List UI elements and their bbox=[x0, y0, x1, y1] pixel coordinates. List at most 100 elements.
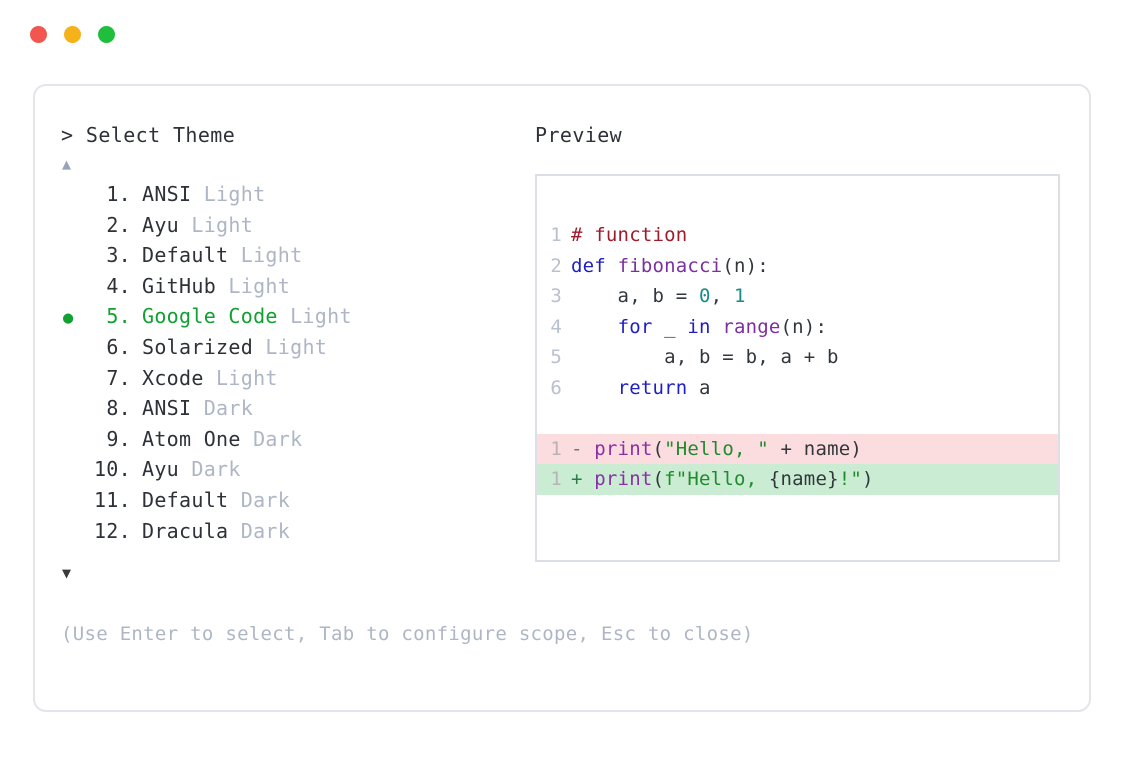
theme-item-name: Google Code Light bbox=[142, 304, 352, 329]
theme-list-item[interactable]: 8.ANSI Dark bbox=[61, 394, 531, 425]
bullet-placeholder bbox=[61, 519, 89, 548]
code-token: !" bbox=[838, 468, 863, 490]
code-token: print bbox=[594, 468, 653, 490]
theme-list-item[interactable]: 9. Atom One Dark bbox=[61, 425, 531, 456]
bullet-placeholder bbox=[61, 457, 89, 486]
code-token: for bbox=[617, 315, 653, 338]
theme-item-number: 11. bbox=[93, 487, 131, 512]
theme-item-variant: Light bbox=[265, 334, 328, 359]
maximize-icon[interactable] bbox=[98, 26, 115, 43]
diff-sign: - bbox=[571, 437, 595, 460]
theme-item-name: Atom One Dark bbox=[142, 426, 303, 451]
code-token: (n): bbox=[722, 254, 769, 277]
line-number: 1 bbox=[550, 224, 562, 246]
bullet-placeholder bbox=[61, 274, 89, 303]
code-token bbox=[571, 377, 618, 399]
theme-list-item[interactable]: 6.Solarized Light bbox=[61, 333, 531, 364]
theme-item-variant: Dark bbox=[240, 487, 291, 512]
scroll-down-icon[interactable]: ▼ bbox=[62, 564, 72, 583]
theme-item-variant: Light bbox=[228, 273, 291, 298]
code-token: _ bbox=[652, 315, 688, 338]
theme-item-variant: Dark bbox=[191, 457, 241, 482]
code-token: a bbox=[687, 376, 711, 399]
theme-list-item[interactable]: 12. Dracula Dark bbox=[61, 517, 531, 548]
code-line-text: # function bbox=[571, 220, 693, 251]
theme-item-number: 8. bbox=[106, 396, 131, 421]
code-line: 5 a, b = b, a + b bbox=[537, 342, 1058, 373]
bullet-placeholder bbox=[61, 366, 89, 395]
diff-block: 1- print("Hello, " + name)1+ print(f"Hel… bbox=[537, 433, 1058, 495]
minimize-icon[interactable] bbox=[64, 26, 81, 43]
theme-list-item[interactable]: 3.Default Light bbox=[61, 241, 531, 272]
theme-selector-pane: > Select Theme ▲ 1.ANSI Light 2.Ayu Ligh… bbox=[61, 122, 531, 585]
code-token: {name} bbox=[768, 468, 839, 490]
code-token: f"Hello, bbox=[664, 468, 769, 490]
bullet-placeholder bbox=[61, 182, 89, 211]
code-token: in bbox=[687, 315, 711, 338]
theme-list-item[interactable]: 4.GitHub Light bbox=[61, 272, 531, 303]
code-token: "Hello, " bbox=[664, 437, 769, 460]
theme-list-item[interactable]: 1.ANSI Light bbox=[61, 180, 531, 211]
theme-item-variant: Dark bbox=[240, 518, 291, 543]
code-token: ( bbox=[652, 437, 665, 460]
theme-item-variant: Dark bbox=[203, 396, 254, 421]
code-line-text: print(f"Hello, {name}!") bbox=[594, 464, 879, 495]
theme-item-variant: Light bbox=[240, 243, 303, 268]
line-number: 3 bbox=[550, 285, 562, 307]
diff-line-del: 1- print("Hello, " + name) bbox=[537, 433, 1058, 465]
line-number: 1 bbox=[550, 437, 562, 460]
theme-item-name: Xcode Light bbox=[142, 365, 278, 390]
theme-list-item[interactable]: 2.Ayu Light bbox=[61, 211, 531, 242]
theme-item-number: 4. bbox=[106, 273, 131, 298]
theme-list-item[interactable]: 11.Default Dark bbox=[61, 486, 531, 517]
theme-item-name: Default Light bbox=[142, 243, 303, 268]
theme-list-item[interactable]: ●5.Google Code Light bbox=[61, 302, 531, 333]
theme-item-number: 10. bbox=[93, 457, 131, 482]
code-token: return bbox=[617, 376, 688, 399]
theme-list-item[interactable]: 7. Xcode Light bbox=[61, 364, 531, 395]
code-line-text: for _ in range(n): bbox=[571, 312, 833, 343]
theme-item-name: Ayu Dark bbox=[142, 457, 241, 482]
bullet-placeholder bbox=[61, 396, 89, 425]
theme-item-variant: Light bbox=[290, 304, 352, 329]
code-token: # function bbox=[571, 224, 688, 246]
theme-item-name: Ayu Light bbox=[142, 212, 254, 237]
code-token: print bbox=[594, 437, 653, 460]
line-number: 4 bbox=[550, 315, 562, 338]
code-line-text: print("Hello, " + name) bbox=[594, 434, 868, 465]
code-token: ( bbox=[652, 468, 665, 490]
theme-item-variant: Light bbox=[203, 182, 266, 206]
bullet-placeholder bbox=[61, 488, 89, 517]
theme-item-name: Dracula Dark bbox=[142, 518, 291, 543]
theme-list-item[interactable]: 10. Ayu Dark bbox=[61, 455, 531, 486]
diff-line-add: 1 + print(f"Hello, {name}!") bbox=[537, 464, 1058, 495]
code-line-text: return a bbox=[571, 373, 717, 404]
theme-item-number: 9. bbox=[106, 426, 131, 451]
code-token: + name) bbox=[768, 437, 863, 460]
line-number: 1 bbox=[550, 468, 562, 490]
bullet-placeholder bbox=[61, 243, 89, 272]
diff-sign: + bbox=[571, 468, 595, 490]
theme-item-variant: Light bbox=[191, 212, 254, 237]
code-token bbox=[711, 316, 723, 338]
code-token: (n): bbox=[780, 315, 828, 338]
code-line-text: a, b = b, a + b bbox=[571, 342, 845, 373]
bullet-placeholder bbox=[61, 335, 89, 364]
theme-item-number: 5. bbox=[106, 304, 131, 329]
bullet-placeholder bbox=[61, 213, 89, 242]
theme-item-number: 12. bbox=[93, 518, 131, 543]
scroll-up-icon[interactable]: ▲ bbox=[62, 155, 72, 173]
theme-item-number: 7. bbox=[106, 365, 131, 390]
preview-label: Preview bbox=[535, 123, 623, 147]
code-token: def bbox=[571, 254, 618, 277]
code-line: 3 a, b = 0, 1 bbox=[537, 281, 1058, 312]
close-icon[interactable] bbox=[30, 26, 47, 43]
window-titlebar bbox=[30, 26, 115, 43]
line-number: 6 bbox=[550, 376, 562, 399]
bullet-placeholder bbox=[61, 427, 89, 456]
